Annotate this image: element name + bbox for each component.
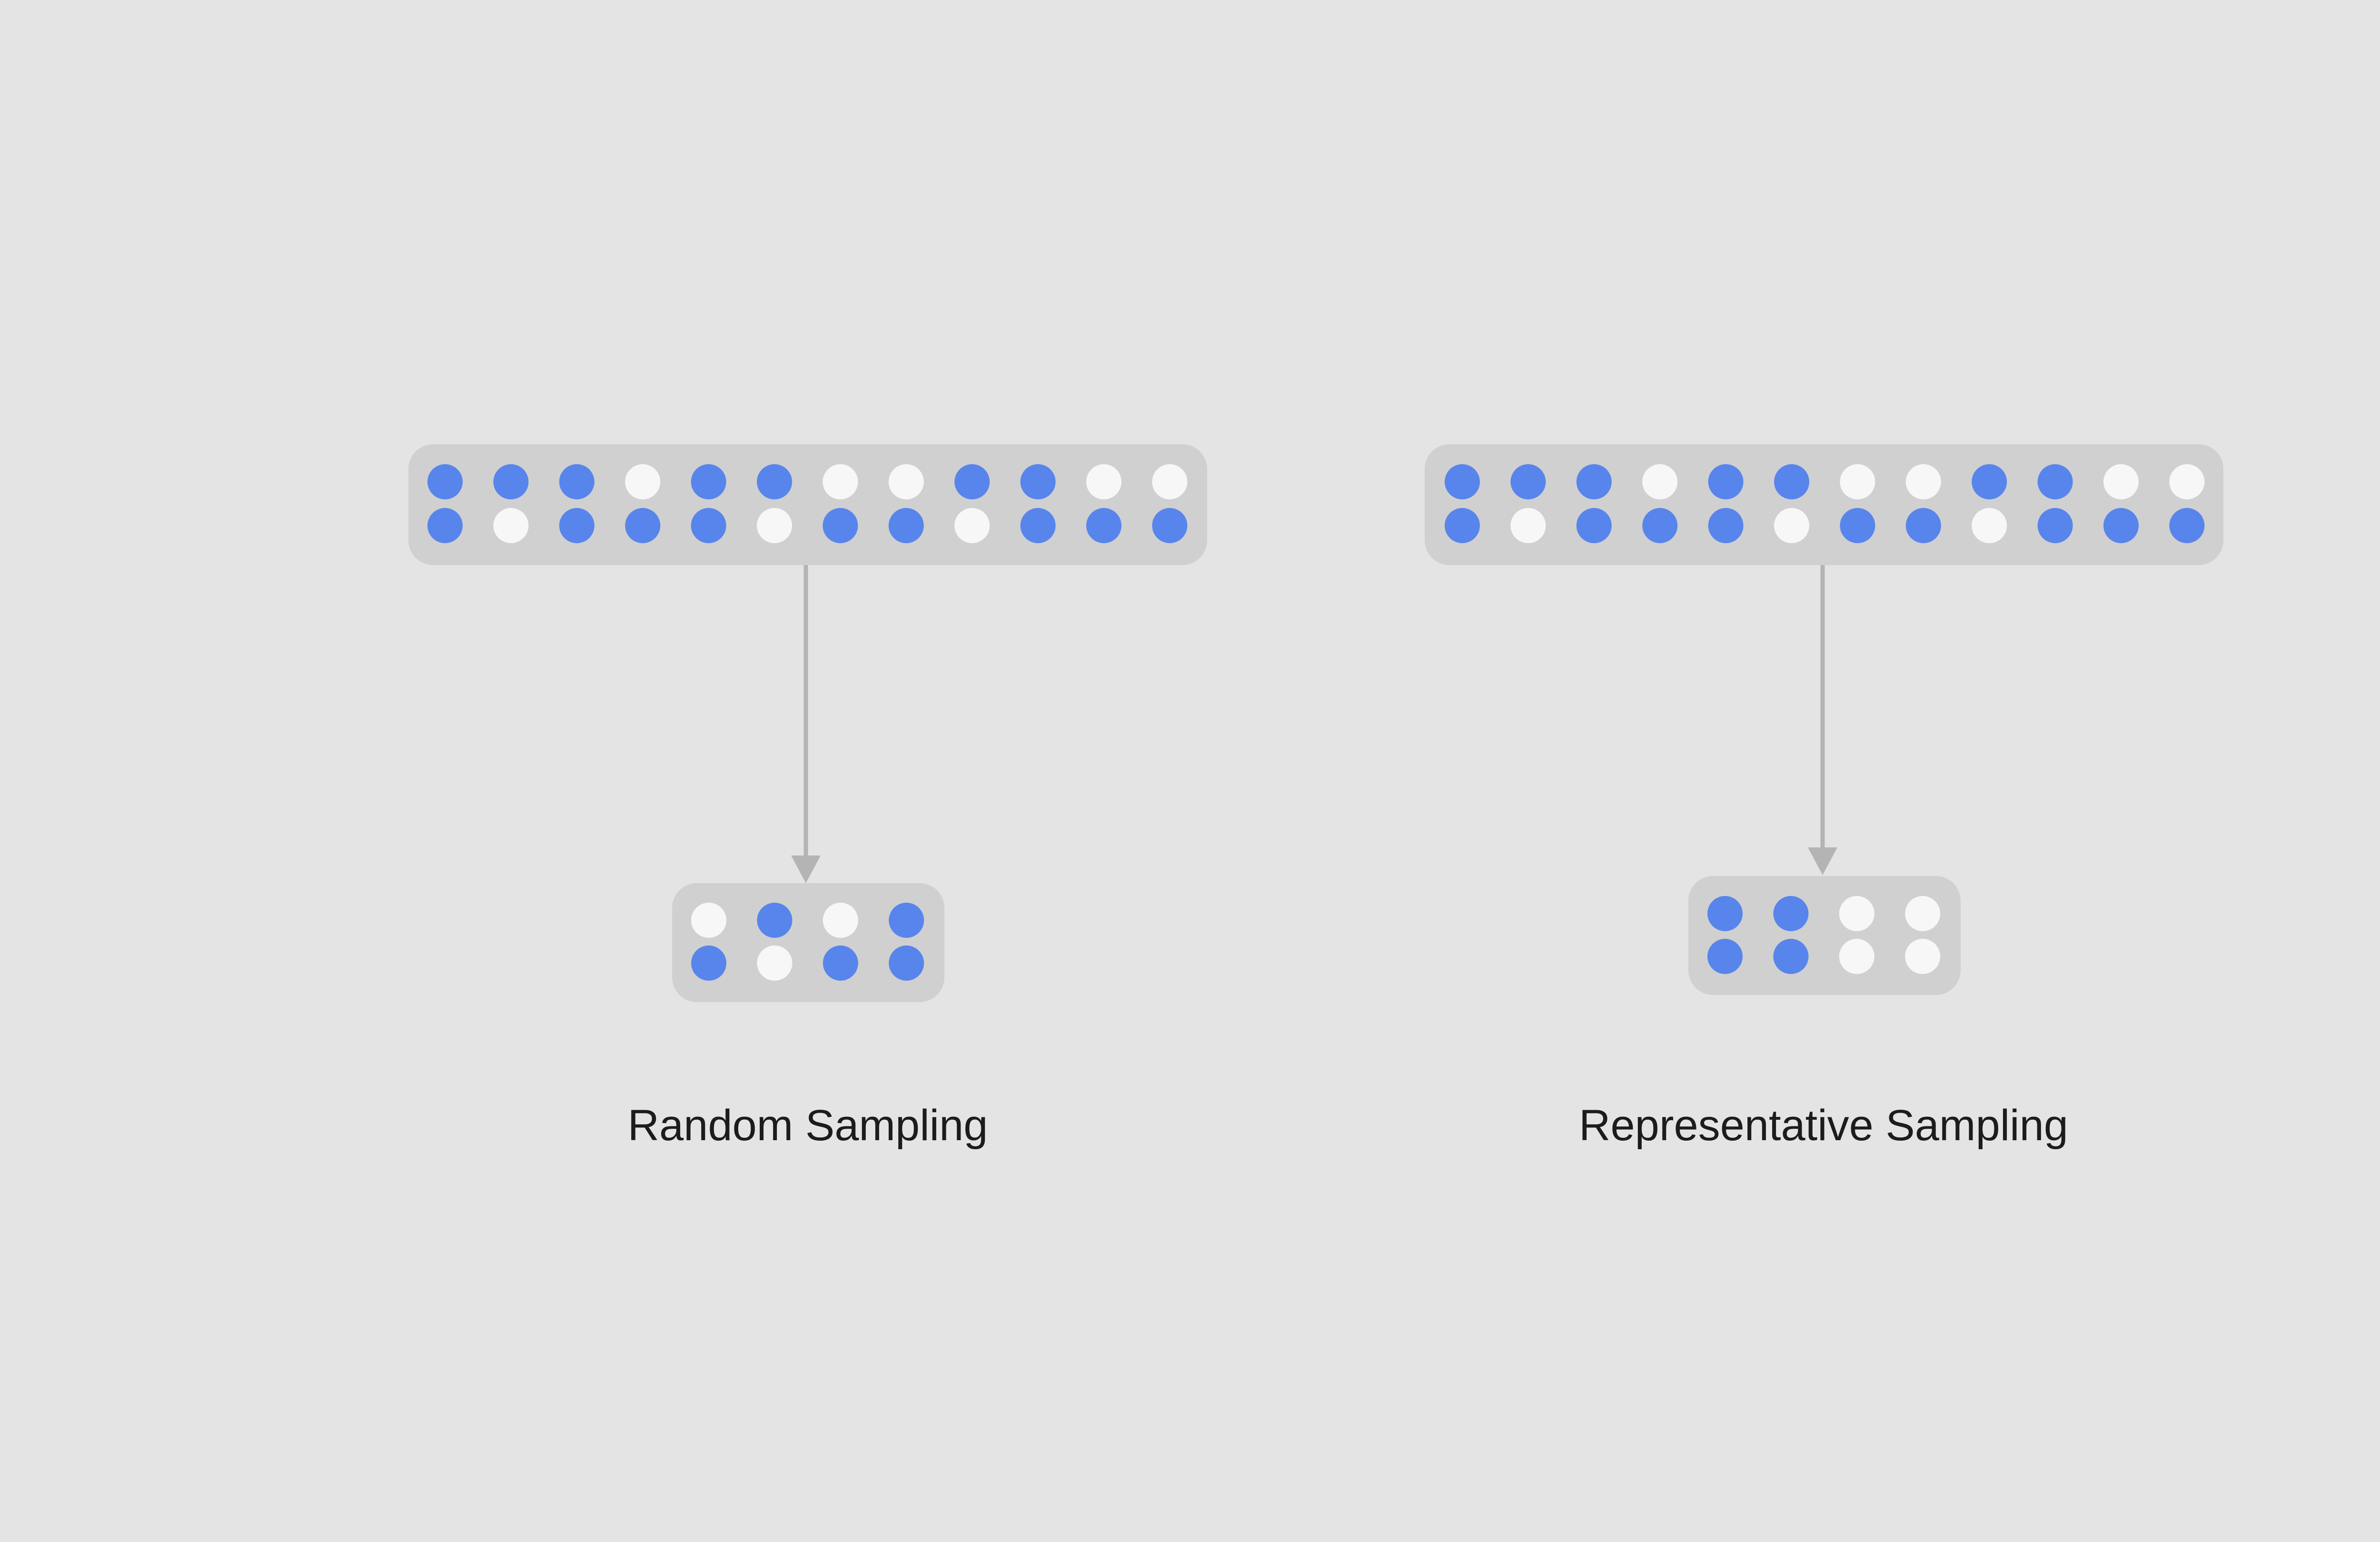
population-dot-filled [1905,508,1941,543]
population-dot-filled [823,508,858,543]
population-dot-filled [427,508,463,543]
population-dot-filled [691,464,726,499]
sample-panel [672,883,944,1002]
population-dot-filled [1774,464,1809,499]
sample-dot-filled [691,945,726,981]
population-dot-empty [1642,464,1678,499]
population-dot-filled [2037,508,2073,543]
population-dot-empty [954,508,990,543]
population-dot-filled [1642,508,1678,543]
population-panel [408,444,1207,565]
sample-dot-filled [1707,896,1743,931]
sample-dot-filled [823,945,858,981]
representative-sampling-caption: Representative Sampling [1579,1101,2068,1150]
population-dot-filled [1510,464,1546,499]
population-dot-filled [888,508,924,543]
population-dot-filled [1840,508,1875,543]
population-dot-empty [1972,508,2007,543]
population-dot-filled [1972,464,2007,499]
population-dot-filled [2037,464,2073,499]
population-dot-filled [1576,464,1612,499]
population-dot-empty [1774,508,1809,543]
population-dot-empty [1086,464,1121,499]
population-dot-filled [1445,508,1480,543]
population-dot-empty [1510,508,1546,543]
sample-dot-empty [1839,896,1874,931]
population-dot-empty [2169,464,2205,499]
sample-dot-empty [1839,939,1874,974]
sampling-arrow-head-icon [791,856,821,883]
sample-panel [1688,876,1961,995]
population-dot-empty [1905,464,1941,499]
population-dot-filled [427,464,463,499]
population-dot-filled [1576,508,1612,543]
population-dot-filled [1445,464,1480,499]
population-dot-filled [1152,508,1188,543]
representative-sampling-diagram [1425,444,2223,995]
population-dot-empty [625,464,661,499]
sample-dot-empty [691,903,726,938]
sample-dot-empty [823,903,858,938]
sample-dot-filled [1707,939,1743,974]
population-dot-filled [1020,508,1056,543]
population-dot-filled [757,464,792,499]
population-dot-empty [757,508,792,543]
population-dot-empty [2103,464,2139,499]
sample-dot-filled [889,903,924,938]
population-dot-empty [1840,464,1875,499]
population-dot-filled [2169,508,2205,543]
population-panel [1425,444,2223,565]
sample-dot-filled [757,903,793,938]
sample-dot-empty [757,945,793,981]
population-dot-empty [888,464,924,499]
population-dot-empty [1152,464,1188,499]
sample-dot-empty [1905,939,1941,974]
sample-dot-filled [1773,939,1809,974]
population-dot-filled [559,464,595,499]
population-dot-filled [1020,464,1056,499]
population-dot-filled [954,464,990,499]
random-sampling-diagram [408,444,1207,1002]
sampling-arrow-head-icon [1808,847,1837,875]
sample-dot-filled [889,945,924,981]
random-sampling-caption: Random Sampling [627,1101,988,1150]
population-dot-filled [1086,508,1121,543]
population-dot-empty [823,464,858,499]
sample-dot-filled [1773,896,1809,931]
sample-dot-empty [1905,896,1941,931]
population-dot-filled [559,508,595,543]
population-dot-empty [493,508,529,543]
population-dot-filled [1708,508,1744,543]
population-dot-filled [493,464,529,499]
population-dot-filled [691,508,726,543]
population-dot-filled [625,508,661,543]
population-dot-filled [1708,464,1744,499]
population-dot-filled [2103,508,2139,543]
